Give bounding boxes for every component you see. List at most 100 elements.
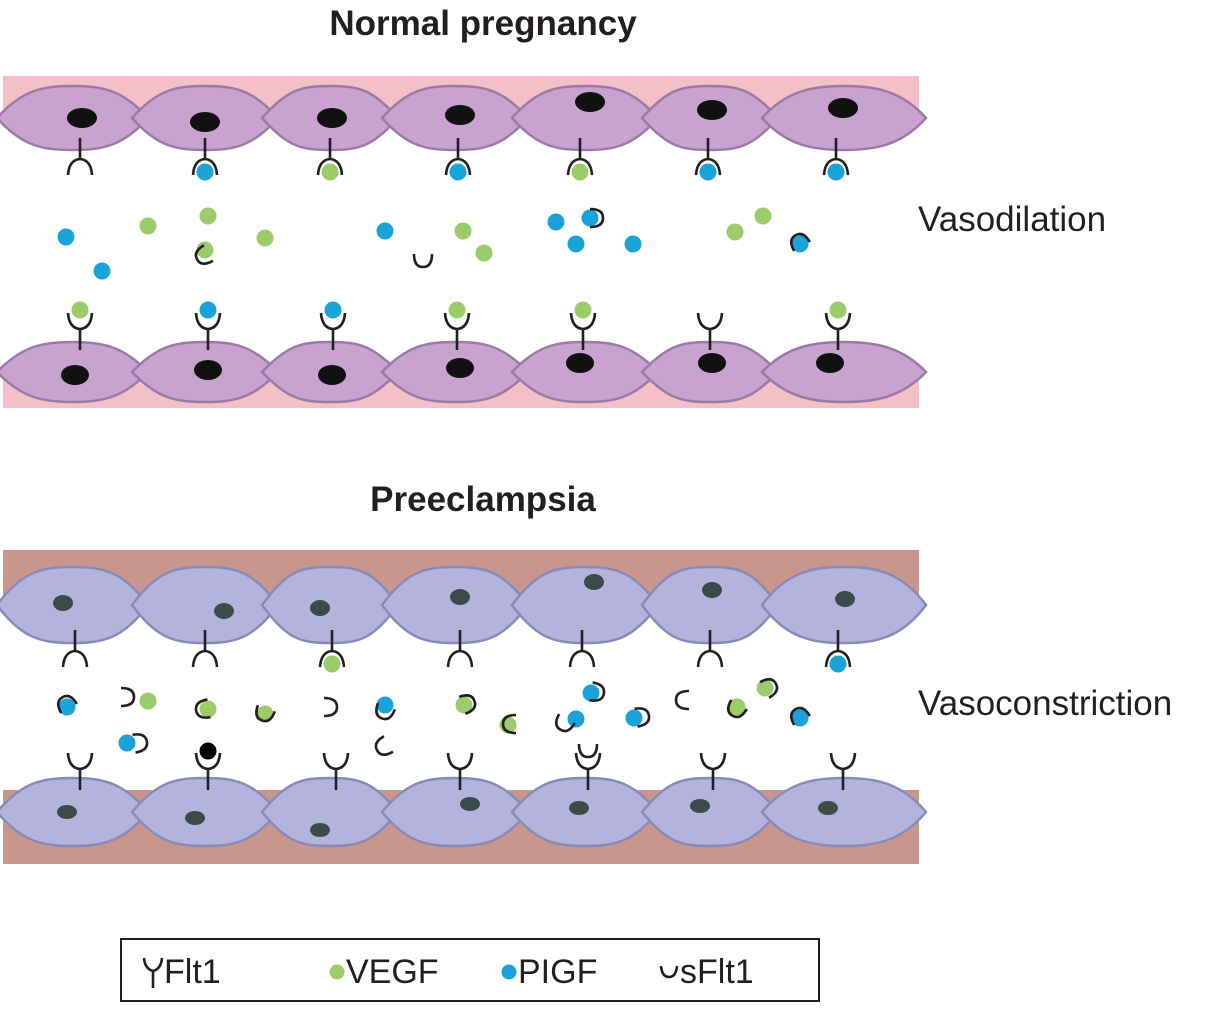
cell-nucleus [61, 365, 89, 385]
flt1-receptor [194, 312, 222, 331]
sflt1-fragment [674, 689, 690, 711]
pigf-free [582, 684, 600, 702]
pigf-free [581, 209, 599, 227]
sflt1-fragment [132, 733, 149, 754]
flt1-receptor [824, 312, 852, 331]
legend-item-vegf: VEGF [328, 952, 439, 992]
flt1-receptor [66, 752, 94, 771]
flt1-receptor [568, 649, 596, 668]
vegf-bound [448, 301, 466, 319]
vegf-bound [571, 163, 589, 181]
flt1-receptor [829, 752, 857, 771]
pigf-bound [829, 655, 847, 673]
cell-nucleus [185, 811, 205, 825]
cell-nucleus [835, 591, 855, 607]
cell-nucleus [698, 353, 726, 373]
cell-nucleus [828, 98, 858, 118]
sflt1-fragment [634, 707, 651, 728]
vegf-free [139, 217, 157, 235]
cell-nucleus [190, 112, 220, 132]
legend-label-pigf: PIGF [518, 953, 598, 991]
flt1-receptor [66, 312, 94, 331]
flt1-receptor [574, 752, 602, 771]
cell-nucleus [446, 358, 474, 378]
vegf-bound [323, 655, 341, 673]
flt1-receptor [446, 752, 474, 771]
cell-nucleus [310, 600, 330, 616]
sflt1-fragment [194, 244, 214, 266]
vegf-free [726, 223, 744, 241]
sflt1-fragment [577, 743, 599, 759]
pigf-free [624, 235, 642, 253]
pigf-free [625, 709, 643, 727]
vegf-bound [321, 163, 339, 181]
flt1-receptor [318, 649, 346, 668]
pigf-bound [199, 742, 217, 760]
pigf-bound [196, 163, 214, 181]
vegf-free [728, 698, 746, 716]
cell-nucleus [214, 603, 234, 619]
pigf-free [376, 696, 394, 714]
normal-lower-cell [760, 340, 928, 404]
sflt1-fragment [255, 704, 277, 723]
legend-item-pigf: PIGF [500, 952, 597, 992]
cell-nucleus [816, 353, 844, 373]
flt1-receptor [194, 752, 222, 771]
sflt1-fragment [501, 713, 517, 735]
vegf-free [256, 229, 274, 247]
flt1-receptor [696, 649, 724, 668]
flt1-receptor [316, 157, 344, 176]
legend-item-flt1: Flt1 [142, 952, 221, 992]
pigf-free [547, 213, 565, 231]
sflt1-fragment [56, 694, 78, 714]
cell-nucleus [697, 100, 727, 120]
sflt1-fragment [375, 702, 397, 721]
pigf-bound [199, 301, 217, 319]
pigf-bound [449, 163, 467, 181]
normal-pregnancy-vessel [0, 76, 928, 408]
vegf-bound [574, 301, 592, 319]
vegf-bound [829, 301, 847, 319]
normal-pregnancy-title: Normal pregnancy [329, 4, 637, 43]
flt1-receptor [569, 312, 597, 331]
flt1-receptor [443, 312, 471, 331]
cell-nucleus [575, 92, 605, 112]
cell-nucleus [445, 105, 475, 125]
cell-nucleus [690, 799, 710, 813]
legend-label-vegf: VEGF [346, 953, 439, 991]
vegf-free [756, 679, 774, 697]
flt1-receptor [694, 157, 722, 176]
cell-nucleus [566, 353, 594, 373]
sflt1-fragment [789, 706, 811, 726]
pigf-free [791, 709, 809, 727]
flt1-receptor [566, 157, 594, 176]
sflt1-fragment [789, 232, 811, 252]
pigf-free [57, 228, 75, 246]
cell-nucleus [450, 589, 470, 605]
legend-item-sflt1: sFlt1 [658, 952, 754, 992]
sflt1-fragment [323, 696, 339, 718]
sflt1-fragment [759, 677, 779, 699]
pigf-bound [699, 163, 717, 181]
sflt1-fragment [194, 698, 211, 719]
cell-nucleus [818, 801, 838, 815]
vegf-bound [71, 301, 89, 319]
vasoconstriction-label: Vasoconstriction [918, 684, 1173, 723]
sflt1-fragment [120, 686, 136, 708]
flt1-receptor [191, 157, 219, 176]
pre-lower-cell [760, 776, 928, 848]
cell-nucleus [584, 574, 604, 590]
sflt1-fragment [554, 713, 576, 733]
cell-nucleus [317, 108, 347, 128]
flt1-receptor [319, 312, 347, 331]
cell-nucleus [53, 595, 73, 611]
flt1-receptor [824, 649, 852, 668]
pigf-free [93, 262, 111, 280]
pigf-free [567, 710, 585, 728]
cell-nucleus [310, 823, 330, 837]
pigf-bound [324, 301, 342, 319]
cell-nucleus [67, 108, 97, 128]
vegf-free [139, 692, 157, 710]
flt1-receptor [66, 157, 94, 176]
pigf-free [376, 222, 394, 240]
